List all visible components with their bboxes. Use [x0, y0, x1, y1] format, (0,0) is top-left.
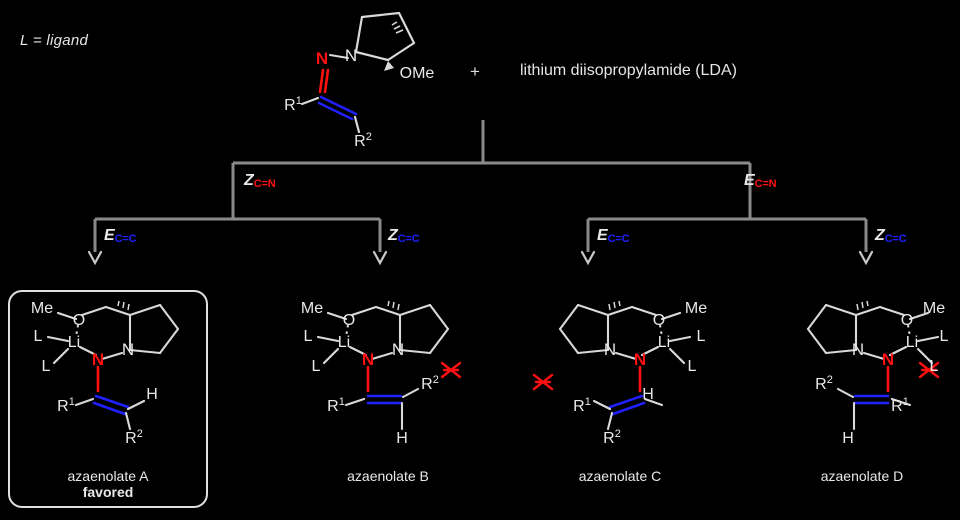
- svg-text:L: L: [304, 328, 313, 345]
- svg-text:H: H: [642, 386, 654, 403]
- svg-text:Li: Li: [338, 334, 350, 351]
- svg-text:Li: Li: [658, 334, 670, 351]
- branch-tree: [87, 120, 874, 266]
- svg-text:Li: Li: [906, 334, 918, 351]
- svg-text:R1: R1: [327, 396, 345, 415]
- svg-text:N: N: [362, 350, 374, 369]
- svg-text:OMe: OMe: [400, 65, 435, 82]
- branch-label-z-cc-left: ZC=C: [388, 227, 420, 245]
- svg-text:O: O: [653, 312, 665, 329]
- svg-text:Me: Me: [685, 300, 707, 317]
- product-caption-a: azaenolate A favored: [67, 468, 149, 500]
- svg-text:R2: R2: [125, 428, 143, 447]
- favored-product-highlight-box: [8, 290, 208, 508]
- svg-text:L: L: [940, 328, 949, 345]
- svg-text:N: N: [604, 340, 616, 359]
- svg-text:O: O: [901, 312, 913, 329]
- svg-text:L: L: [34, 328, 43, 345]
- svg-text:N: N: [634, 350, 646, 369]
- svg-text:R2: R2: [815, 374, 833, 393]
- svg-text:N: N: [122, 340, 134, 359]
- steric-clash-marker: [918, 361, 940, 379]
- product-caption-b: azaenolate B: [347, 468, 429, 484]
- branch-label-z-cn: ZC=N: [244, 172, 276, 190]
- svg-text:L: L: [42, 358, 51, 375]
- svg-text:Me: Me: [301, 300, 323, 317]
- branch-label-e-cc-right: EC=C: [597, 227, 630, 245]
- product-structure-a: Me O Li L L N N R1 H R2: [18, 293, 208, 463]
- ligand-legend: L = ligand: [20, 32, 89, 49]
- svg-text:N: N: [92, 350, 104, 369]
- svg-text:O: O: [73, 312, 85, 329]
- svg-text:N: N: [392, 340, 404, 359]
- svg-text:O: O: [343, 312, 355, 329]
- svg-text:L: L: [930, 358, 939, 375]
- steric-clash-marker: [532, 373, 554, 391]
- svg-text:N: N: [882, 350, 894, 369]
- svg-text:Me: Me: [31, 300, 53, 317]
- branch-label-e-cc-left: EC=C: [104, 227, 137, 245]
- svg-text:R1: R1: [891, 396, 909, 415]
- svg-text:Me: Me: [923, 300, 945, 317]
- svg-text:N: N: [345, 46, 357, 65]
- reagent-label: lithium diisopropylamide (LDA): [520, 62, 737, 79]
- svg-text:L: L: [697, 328, 706, 345]
- product-structure-c: Me O Li L L N N R1 H R2: [520, 293, 720, 463]
- svg-text:R1: R1: [57, 396, 75, 415]
- svg-text:Li: Li: [68, 334, 80, 351]
- svg-text:N: N: [852, 340, 864, 359]
- svg-text:L: L: [688, 358, 697, 375]
- svg-text:H: H: [396, 430, 408, 447]
- svg-text:H: H: [842, 430, 854, 447]
- product-structure-b: Me O Li L L N N R1 R2 H: [288, 293, 488, 463]
- svg-text:R2: R2: [603, 428, 621, 447]
- branch-label-z-cc-right: ZC=C: [875, 227, 907, 245]
- svg-text:H: H: [146, 386, 158, 403]
- plus-sign: +: [470, 62, 480, 81]
- product-caption-c: azaenolate C: [578, 468, 662, 484]
- steric-clash-marker: [440, 361, 462, 379]
- svg-text:N: N: [316, 49, 328, 68]
- branch-label-e-cn: EC=N: [744, 172, 777, 190]
- product-structure-d: Me O Li L L N N R1 R2 H: [772, 293, 960, 463]
- svg-text:R2: R2: [421, 374, 439, 393]
- svg-text:R1: R1: [573, 396, 591, 415]
- svg-text:L: L: [312, 358, 321, 375]
- product-caption-d: azaenolate D: [820, 468, 904, 484]
